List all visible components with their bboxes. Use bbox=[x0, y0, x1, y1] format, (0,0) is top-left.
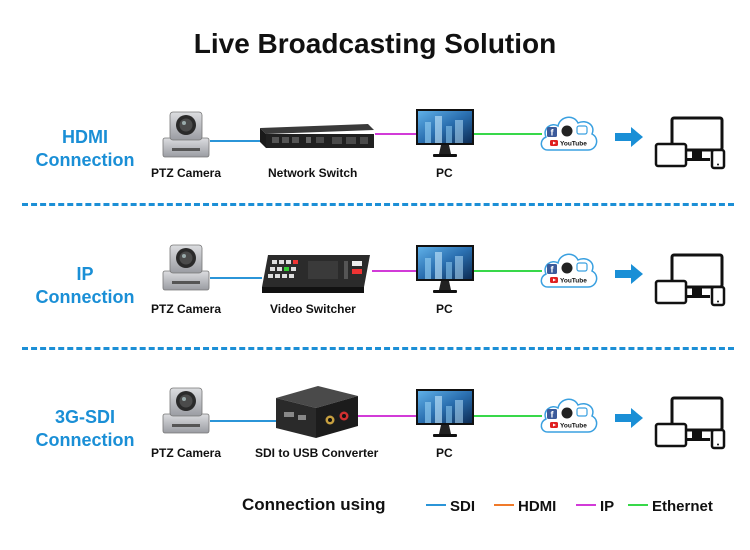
hdmi-swatch bbox=[494, 504, 514, 507]
dashed-divider bbox=[22, 203, 734, 206]
pc-monitor-icon bbox=[416, 109, 474, 157]
ethernet-line bbox=[474, 133, 542, 135]
camera-caption: PTZ Camera bbox=[151, 302, 222, 316]
pc-caption: PC bbox=[436, 302, 453, 316]
pc-monitor-icon bbox=[416, 245, 474, 293]
ethernet-swatch bbox=[628, 504, 648, 507]
dashed-divider bbox=[22, 347, 734, 350]
display-devices-icon bbox=[654, 253, 726, 307]
svg-text:f: f bbox=[551, 265, 555, 275]
social-cloud-icon: f YouTube bbox=[540, 116, 598, 151]
pc-monitor-icon bbox=[416, 389, 474, 437]
network-switch-icon bbox=[260, 124, 374, 148]
svg-text:f: f bbox=[551, 128, 555, 138]
ethernet-line bbox=[474, 415, 542, 417]
legend-item-ethernet: Ethernet bbox=[628, 498, 713, 515]
legend-item-sdi: SDI bbox=[426, 498, 475, 515]
arrow-right-icon bbox=[615, 408, 643, 428]
social-cloud-icon: f YouTube bbox=[540, 253, 598, 288]
arrow-right-icon bbox=[615, 264, 643, 284]
ptz-camera-icon bbox=[162, 387, 210, 434]
video-switcher-icon bbox=[262, 255, 370, 293]
social-cloud-icon: f YouTube bbox=[540, 398, 598, 433]
ptz-camera-icon bbox=[162, 244, 210, 291]
legend: Connection using SDI HDMI IP Ethernet bbox=[0, 495, 750, 525]
ptz-camera-icon bbox=[162, 111, 210, 158]
ip-line bbox=[358, 415, 417, 417]
device-caption: SDI to USB Converter bbox=[255, 446, 379, 460]
svg-text:YouTube: YouTube bbox=[560, 141, 587, 148]
legend-item-hdmi: HDMI bbox=[494, 498, 556, 515]
camera-caption: PTZ Camera bbox=[151, 166, 222, 180]
sdi-line bbox=[210, 420, 280, 422]
ip-swatch bbox=[576, 504, 596, 507]
sdi-line bbox=[210, 140, 262, 142]
ethernet-line bbox=[474, 270, 542, 272]
page-title: Live Broadcasting Solution bbox=[193, 28, 557, 59]
arrow-right-icon bbox=[615, 127, 643, 147]
svg-text:YouTube: YouTube bbox=[560, 278, 587, 285]
legend-item-ip: IP bbox=[576, 498, 614, 515]
device-caption: Video Switcher bbox=[270, 302, 356, 316]
camera-caption: PTZ Camera bbox=[151, 446, 222, 460]
sdi-usb-converter-icon bbox=[276, 386, 358, 438]
display-devices-icon bbox=[654, 116, 726, 170]
legend-title: Connection using bbox=[242, 495, 386, 514]
pc-caption: PC bbox=[436, 446, 453, 460]
pc-caption: PC bbox=[436, 166, 453, 180]
display-devices-icon bbox=[654, 396, 726, 450]
ip-line bbox=[375, 133, 417, 135]
ip-line bbox=[372, 270, 417, 272]
device-caption: Network Switch bbox=[268, 166, 358, 180]
sdi-line bbox=[210, 277, 262, 279]
svg-text:f: f bbox=[551, 410, 555, 420]
sdi-swatch bbox=[426, 504, 446, 507]
svg-text:YouTube: YouTube bbox=[560, 423, 587, 430]
